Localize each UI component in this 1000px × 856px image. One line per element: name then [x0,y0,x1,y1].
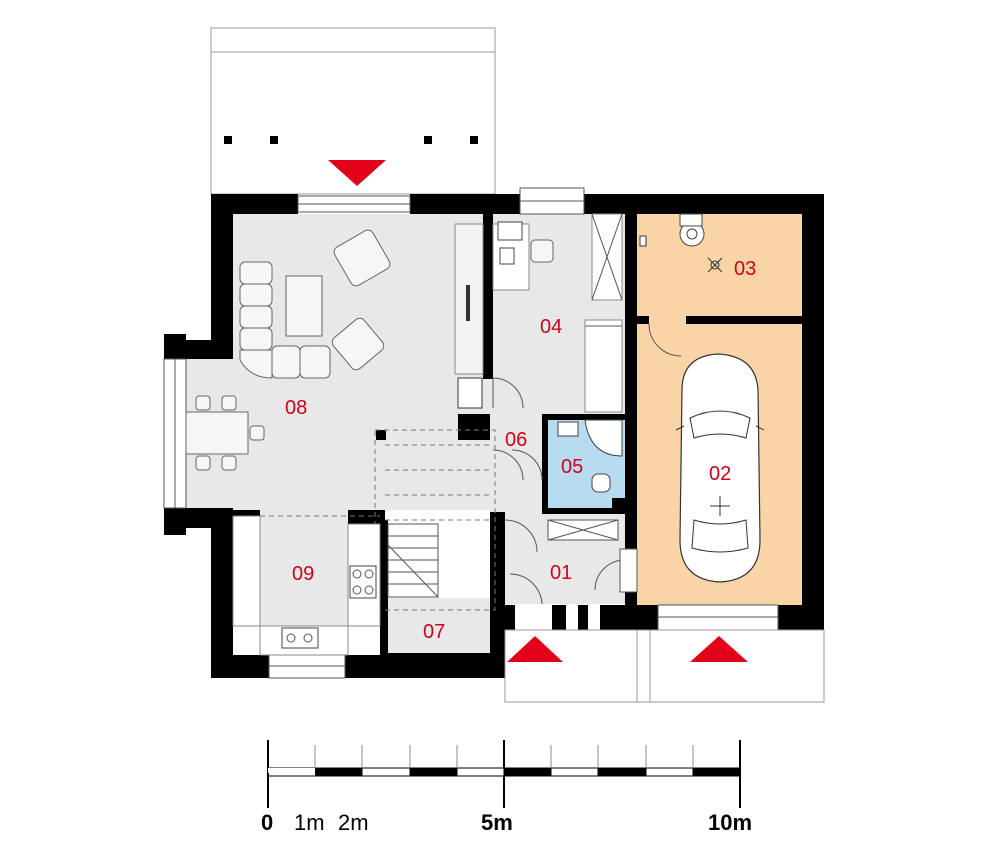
room-label-04: 04 [540,316,562,338]
entrance-arrow-icon [690,636,748,662]
room-label-05: 05 [561,456,583,478]
scale-label-0: 0 [261,810,273,835]
scale-label-5m: 5m [481,810,513,835]
technical-room-floor [637,214,802,320]
staircase [374,429,496,611]
bed [584,319,623,413]
room-label-06: 06 [505,429,527,451]
scale-label-10m: 10m [708,810,752,835]
room-label-08: 08 [285,397,307,419]
scale-bar: 0 1m 2m 5m 10m [261,740,752,835]
kitchen-sink-icon [281,627,319,649]
car-icon [675,353,765,583]
room-label-09: 09 [292,563,314,585]
scale-label-1m: 1m [294,810,325,835]
coffee-table [285,275,323,337]
scale-label-2m: 2m [338,810,369,835]
entrance-arrow-icon [507,636,563,662]
tv [466,285,470,321]
armchair-icon [333,229,391,287]
room-label-03: 03 [734,258,756,280]
washbasin [557,421,579,437]
switch [639,235,647,247]
boiler-icon [679,213,705,247]
dining-table-icon [185,395,265,471]
room-label-01: 01 [550,562,572,584]
windows [163,187,779,679]
room-label-02: 02 [709,463,731,485]
sofa-icon [239,261,331,379]
shower-icon [584,419,623,457]
room-labels: 01 02 03 04 05 06 07 08 09 [285,258,756,643]
light-icon [707,257,723,273]
stove-icon [349,565,377,599]
fireplace [457,377,483,409]
porches [504,629,825,703]
desk-icon [492,221,554,291]
armchair-icon [331,317,385,371]
toilet-icon [591,473,611,493]
doors [492,323,682,605]
room-label-07: 07 [423,621,445,643]
entrance-arrow-icon [328,160,386,186]
